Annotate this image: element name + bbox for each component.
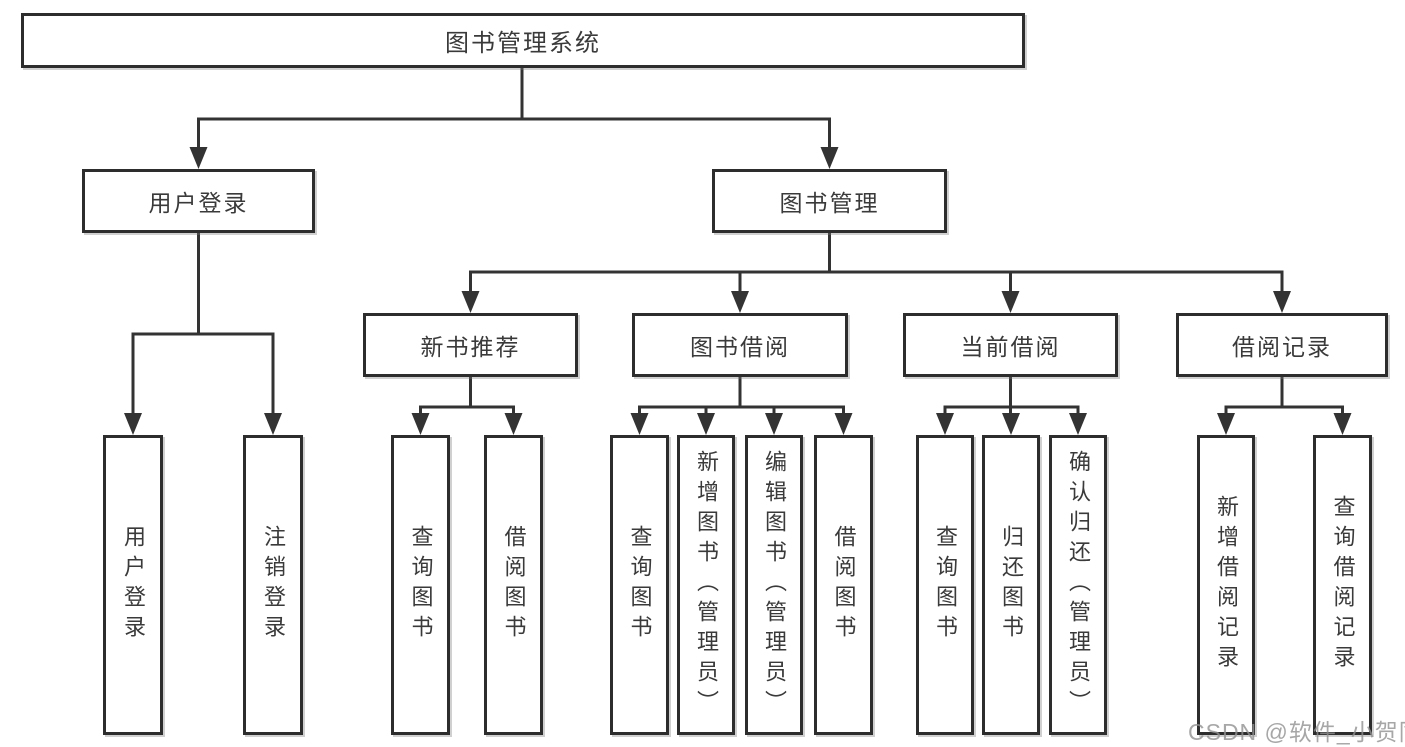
node-leaf-query-books-2-label: 查询图书 — [627, 525, 653, 645]
node-leaf-borrow-books-1-label: 借阅图书 — [501, 525, 527, 645]
node-leaf-return-books: 归还图书 — [982, 435, 1040, 735]
node-leaf-borrow-books-2: 借阅图书 — [814, 435, 873, 735]
node-leaf-query-books-2: 查询图书 — [610, 435, 669, 735]
node-leaf-add-borrow-record-label: 新增借阅记录 — [1214, 495, 1239, 675]
node-user-login: 用户登录 — [82, 169, 315, 233]
node-leaf-return-books-label: 归还图书 — [999, 525, 1024, 645]
node-leaf-user-login-label: 用户登录 — [121, 525, 146, 645]
node-leaf-query-borrow-record: 查询借阅记录 — [1313, 435, 1372, 735]
node-borrow-records: 借阅记录 — [1176, 313, 1388, 377]
node-leaf-query-books-3: 查询图书 — [916, 435, 974, 735]
node-new-book-recommend: 新书推荐 — [363, 313, 578, 377]
node-leaf-query-books-1-label: 查询图书 — [408, 525, 434, 645]
node-leaf-borrow-books-1: 借阅图书 — [484, 435, 543, 735]
node-leaf-add-books-admin-label: 新增图书（管理员） — [694, 450, 719, 720]
node-leaf-query-books-1: 查询图书 — [391, 435, 450, 735]
node-leaf-edit-books-admin: 编辑图书（管理员） — [745, 435, 803, 735]
node-leaf-confirm-return-admin-label: 确认归还（管理员） — [1066, 450, 1091, 720]
node-leaf-logout: 注销登录 — [243, 435, 303, 735]
node-leaf-confirm-return-admin: 确认归还（管理员） — [1049, 435, 1107, 735]
node-book-management: 图书管理 — [712, 169, 947, 233]
node-leaf-add-borrow-record: 新增借阅记录 — [1197, 435, 1255, 735]
node-leaf-user-login: 用户登录 — [103, 435, 163, 735]
node-leaf-borrow-books-2-label: 借阅图书 — [831, 525, 857, 645]
arrowheads — [124, 147, 1352, 435]
node-book-borrow: 图书借阅 — [632, 313, 848, 377]
node-library-system: 图书管理系统 — [21, 13, 1025, 68]
node-leaf-add-books-admin: 新增图书（管理员） — [677, 435, 735, 735]
node-leaf-query-borrow-record-label: 查询借阅记录 — [1330, 495, 1356, 675]
node-leaf-edit-books-admin-label: 编辑图书（管理员） — [762, 450, 787, 720]
node-leaf-query-books-3-label: 查询图书 — [933, 525, 958, 645]
node-current-borrow: 当前借阅 — [903, 313, 1118, 377]
node-leaf-logout-label: 注销登录 — [261, 525, 286, 645]
csdn-watermark: CSDN @软件_小贺同学 — [1188, 719, 1405, 745]
